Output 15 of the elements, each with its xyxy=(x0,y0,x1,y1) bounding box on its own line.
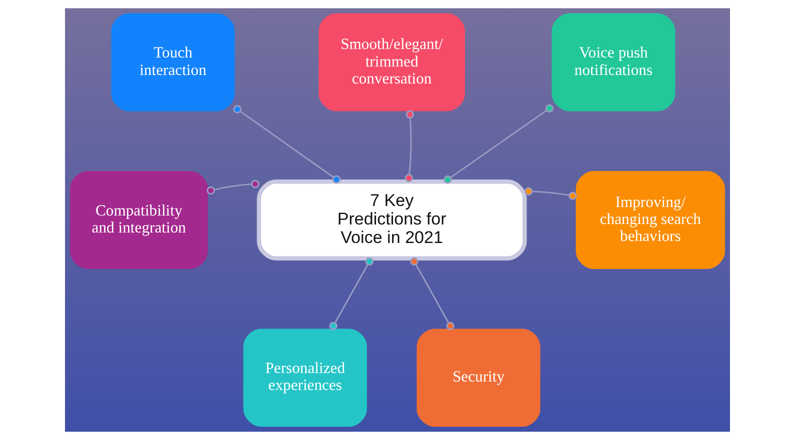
node-box: Smooth/elegant/ trimmed conversation xyxy=(318,13,464,112)
node-box: 7 Key Predictions for Voice in 2021 xyxy=(256,180,526,260)
connector xyxy=(328,257,374,330)
connector xyxy=(524,187,576,200)
connector xyxy=(410,257,454,330)
node-box: Personalized experiences xyxy=(242,328,366,427)
connector xyxy=(443,104,554,184)
connector xyxy=(404,110,414,182)
node-box: Improving/ changing search behaviors xyxy=(575,170,725,270)
node-box: Security xyxy=(416,328,540,427)
node-box: Touch interaction xyxy=(110,13,234,112)
node-box: Compatibility and integration xyxy=(69,170,208,270)
connector xyxy=(206,180,259,195)
connector xyxy=(232,105,340,184)
node-box: Voice push notifications xyxy=(551,13,675,112)
